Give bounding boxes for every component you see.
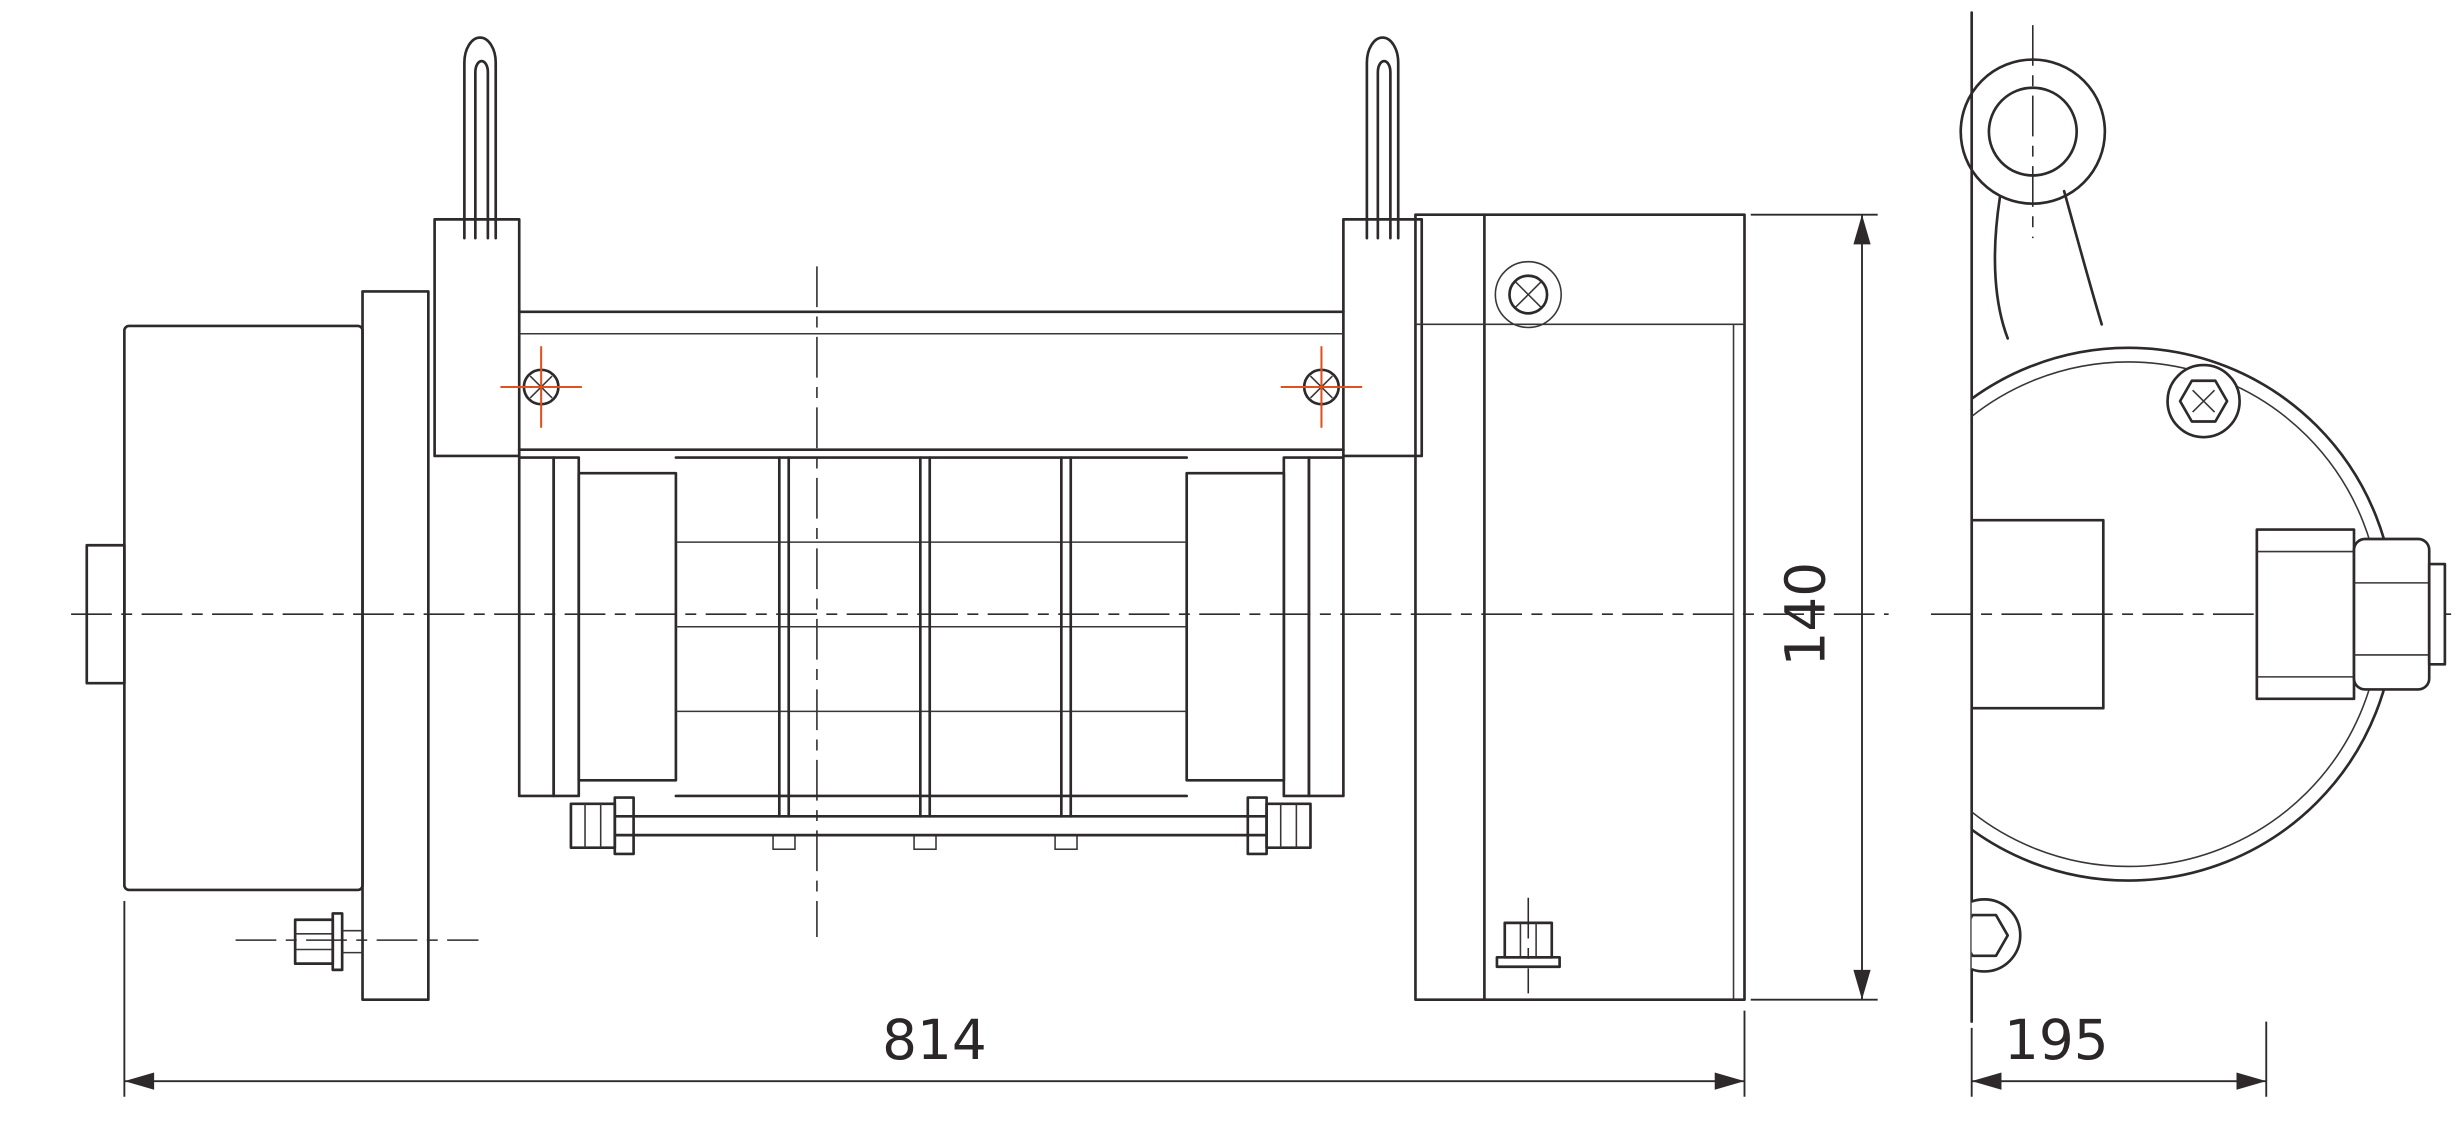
motor-end-block — [1971, 518, 2105, 710]
flange-bolt-left — [293, 912, 363, 972]
dimension-frame-height: 140 — [1750, 213, 1878, 1001]
lifting-eye-left-outer — [463, 36, 498, 240]
lifting-eye-right-outer — [1365, 36, 1400, 240]
drum-flange-right — [1185, 456, 1345, 798]
dimension-label-end-width: 195 — [2004, 1008, 2109, 1072]
motor-housing — [123, 324, 364, 892]
drum-flange-left — [517, 456, 678, 798]
shaft-end-cap — [2427, 562, 2447, 666]
dimension-label-overall-length: 814 — [882, 1008, 987, 1072]
registration-target-left — [500, 346, 582, 428]
bracket-left — [433, 218, 521, 458]
bracket-right — [1342, 218, 1424, 458]
dimension-label-frame-height: 140 — [1773, 562, 1837, 667]
end-view — [1959, 11, 2447, 1023]
shaft-block — [2255, 528, 2356, 701]
hex-nut-icon — [1971, 913, 2010, 958]
dimension-end-width: 195 — [1970, 1008, 2268, 1097]
tie-rod — [569, 796, 1312, 856]
tie-bar — [517, 310, 1345, 452]
gearbox-housing — [1414, 213, 1746, 1001]
bolt-boss-top-right — [2166, 363, 2241, 439]
bolt-boss-bottom-left — [1971, 898, 2022, 973]
output-shaft — [2255, 528, 2447, 701]
registration-target-right — [1280, 346, 1363, 428]
mounting-flange-left — [361, 290, 430, 1001]
tie-rod-nut-left — [569, 802, 617, 849]
lifting-eye-right-inner — [1376, 59, 1392, 240]
ear-boss — [1494, 260, 1562, 329]
shaft-hex-nut — [2352, 537, 2431, 691]
crosshair-icon — [1280, 346, 1363, 428]
gearbox-bolt-bottom — [1495, 921, 1561, 969]
lifting-eye-left-inner — [474, 59, 490, 240]
lifting-eye-end — [1959, 58, 2107, 340]
dimension-overall-length: 814 — [123, 900, 1746, 1097]
crosshair-icon — [500, 346, 582, 428]
tie-rod-nut-right — [1265, 802, 1312, 849]
cable-drum — [674, 456, 1189, 851]
side-view — [85, 36, 1746, 1001]
